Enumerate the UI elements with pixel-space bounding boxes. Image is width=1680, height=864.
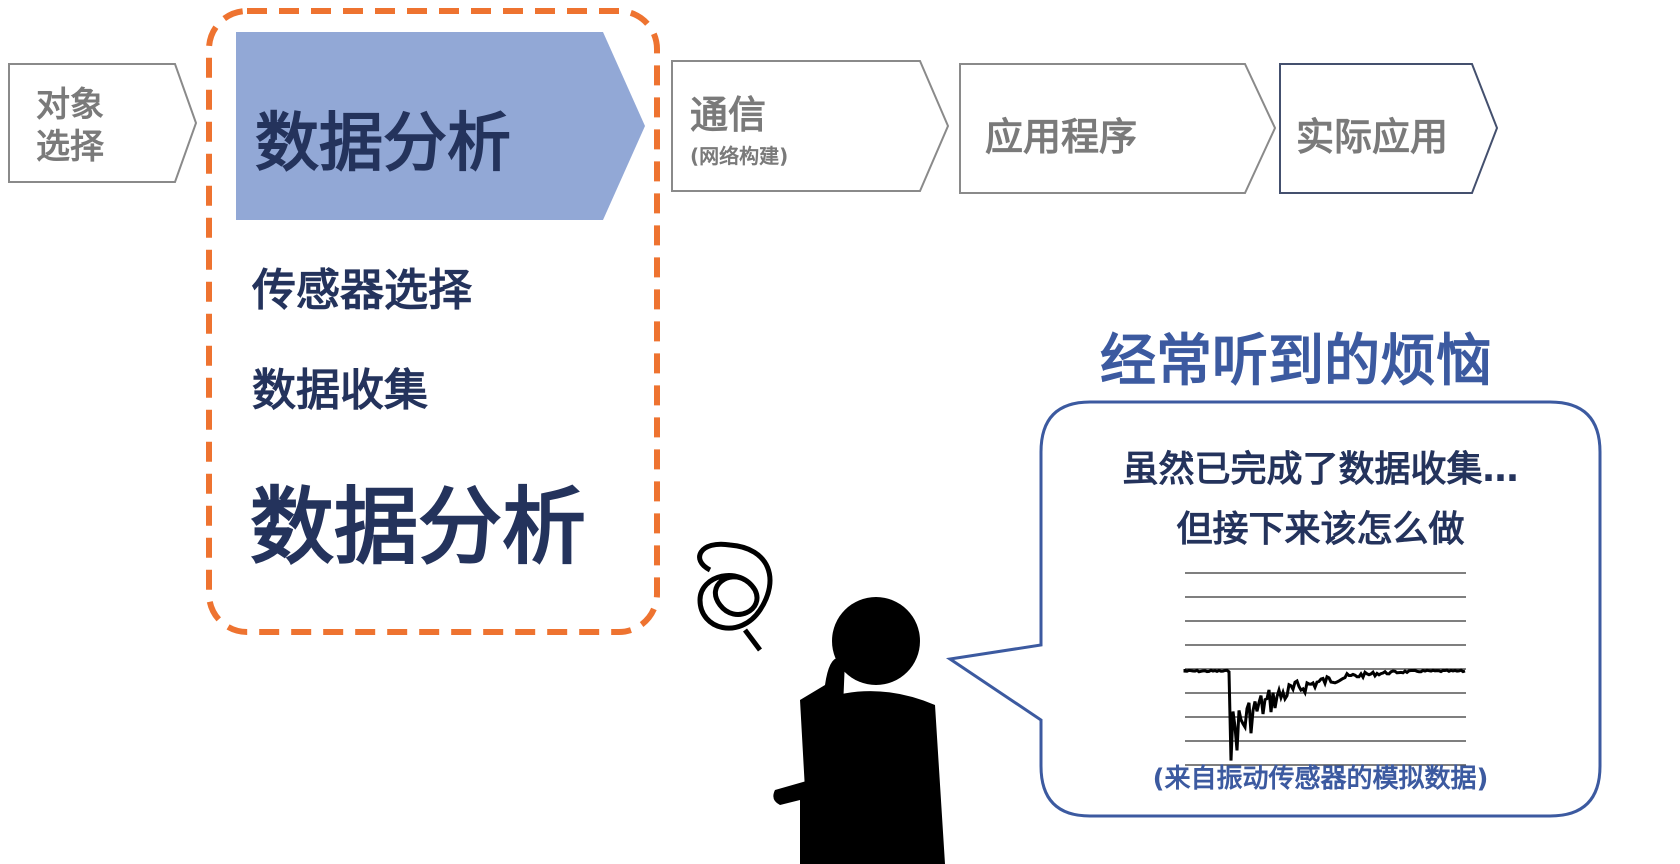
step-box-communication [671, 60, 950, 192]
step-communication-sublabel: (网络构建) [690, 144, 789, 168]
step-target-line1: 对象 [36, 85, 104, 125]
confused-scribble-icon [697, 541, 773, 652]
vibration-waveform-chart [1183, 572, 1466, 766]
step-box-deployment [1279, 63, 1499, 194]
step-deployment-label[interactable]: 实际应用 [1296, 115, 1449, 159]
step-communication-label[interactable]: 通信 [690, 93, 767, 137]
concern-title: 经常听到的烦恼 [1100, 329, 1492, 394]
substep-data-collection: 数据收集 [252, 365, 428, 416]
bubble-line2: 但接下来该怎么做 [1176, 509, 1465, 550]
substep-sensor-selection: 传感器选择 [252, 265, 472, 316]
step-data-analysis-label[interactable]: 数据分析 [255, 107, 511, 181]
bubble-line1: 虽然已完成了数据收集… [1122, 449, 1519, 490]
speech-bubble [945, 400, 1602, 818]
step-box-active [236, 32, 645, 220]
waveform-line [1183, 668, 1466, 761]
step-box-application [959, 63, 1277, 194]
thinking-person-icon [773, 597, 945, 864]
step-target-line2: 选择 [36, 127, 104, 167]
step-target-label[interactable]: 对象 选择 [36, 84, 104, 168]
bubble-caption: (来自振动传感器的模拟数据) [1152, 764, 1489, 794]
focus-dashed-frame [206, 8, 660, 635]
step-application-label[interactable]: 应用程序 [985, 115, 1138, 159]
step-box-target [8, 63, 198, 183]
substep-data-analysis: 数据分析 [250, 478, 587, 576]
